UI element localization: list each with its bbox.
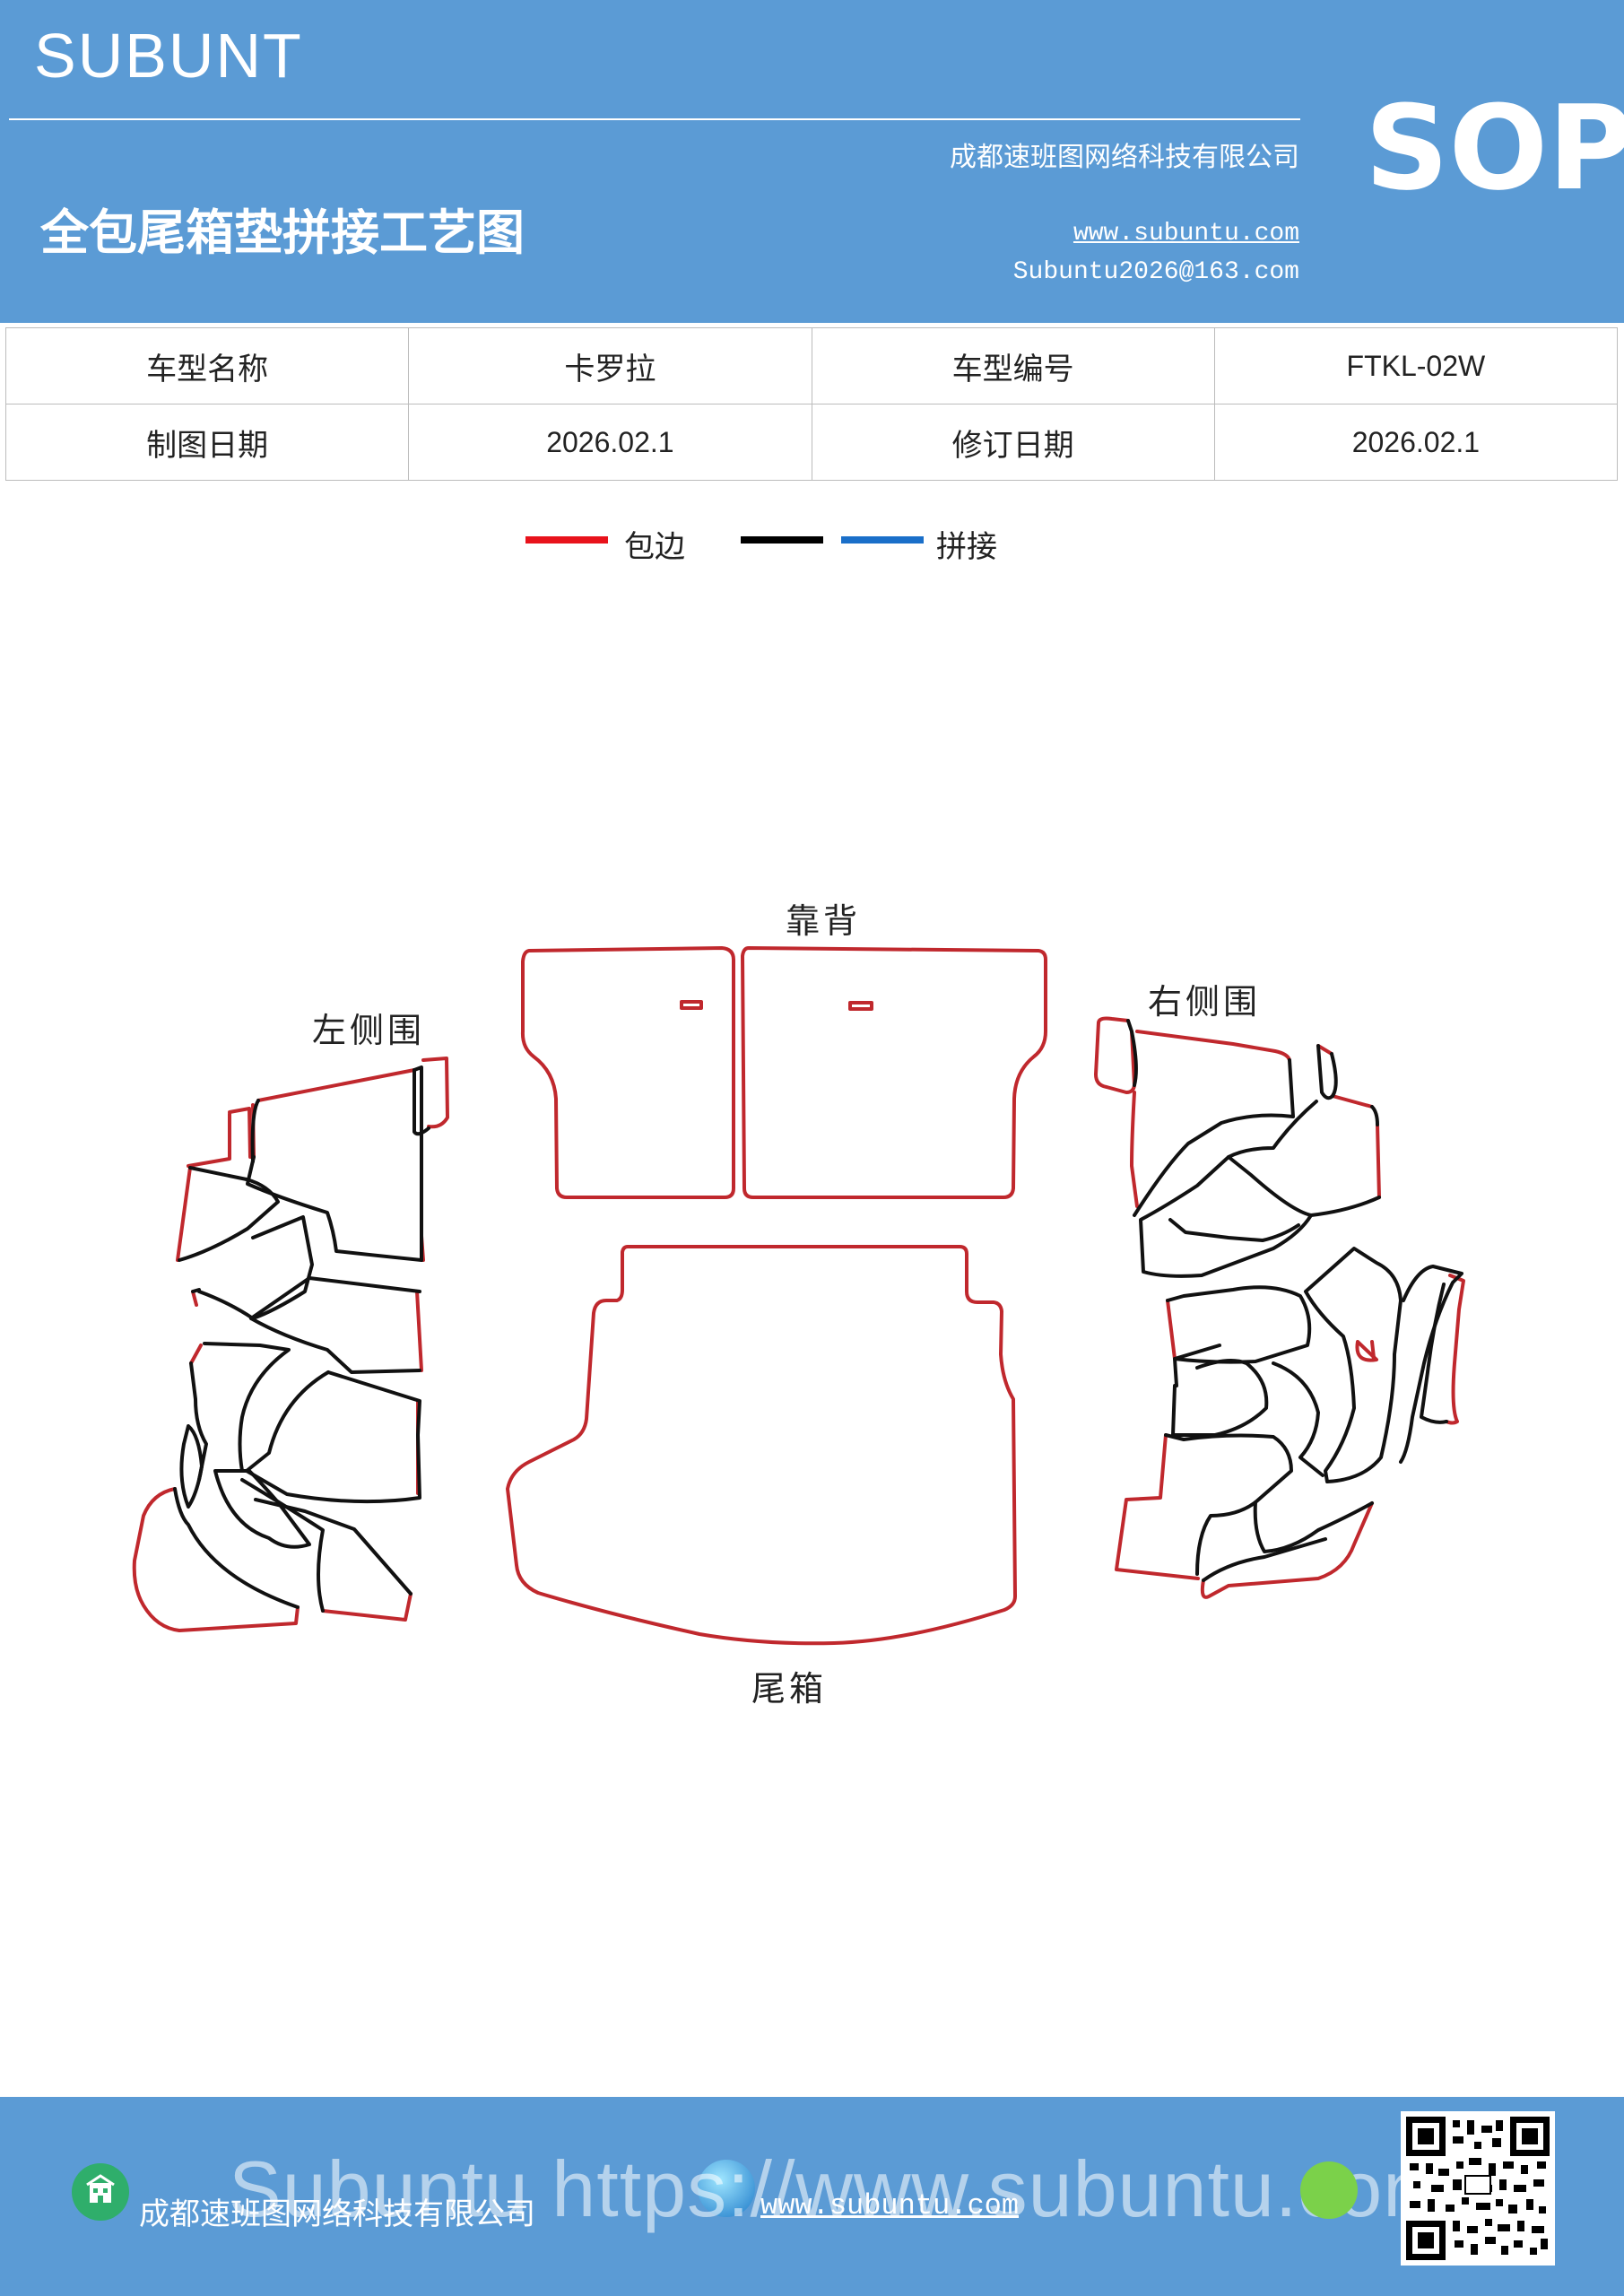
company-name: 成都速班图网络科技有限公司 [950, 142, 1299, 173]
right-side-panels [1094, 1016, 1465, 1599]
label-left-side: 左侧围 [312, 1011, 426, 1050]
backrest-right-panel [741, 946, 1047, 1199]
legend-seam-swatch-blue [841, 536, 924, 544]
legend-edge-swatch [525, 536, 608, 544]
website-link[interactable]: www.subuntu.com [1073, 220, 1299, 248]
document-title: 全包尾箱垫拼接工艺图 [40, 204, 525, 261]
backrest-left-panel [520, 946, 735, 1199]
table-row: 车型名称 卡罗拉 车型编号 FTKL-02W [4, 327, 1619, 404]
label-backrest: 靠背 [786, 901, 862, 941]
mat-pattern-diagram [132, 946, 1465, 1646]
backrest-right-slot [848, 1001, 873, 1011]
email-address[interactable]: Subuntu2026@163.com [1012, 258, 1299, 286]
building-icon [72, 2163, 129, 2221]
table-cell: 车型名称 [4, 327, 410, 404]
qr-code [1401, 2111, 1555, 2266]
brand-name: SUBUNT [34, 21, 303, 91]
backrest-left-slot [680, 1000, 703, 1010]
globe-icon [698, 2160, 755, 2217]
legend-seam-swatch-black [741, 536, 823, 544]
label-trunk: 尾箱 [751, 1669, 828, 1709]
table-cell: 车型编号 [811, 327, 1215, 404]
table-cell: FTKL-02W [1213, 327, 1619, 404]
left-side-panels [132, 1057, 449, 1632]
legend-label-edge: 包边 [624, 529, 685, 565]
footer-company-name: 成都速班图网络科技有限公司 [139, 2196, 535, 2232]
header-banner: SUBUNT 成都速班图网络科技有限公司 全包尾箱垫拼接工艺图 www.subu… [0, 0, 1624, 323]
footer-website-link[interactable]: www.subuntu.com [760, 2189, 1020, 2222]
footer-watermark-text: Subuntu https://www.subuntu.com [229, 2144, 1450, 2233]
table-cell: 制图日期 [4, 404, 410, 481]
footer-banner: 成都速班图网络科技有限公司 www.subuntu.com Subuntu ht… [0, 2097, 1624, 2296]
table-cell: 卡罗拉 [408, 327, 812, 404]
sop-badge: SOP [1365, 80, 1624, 216]
vehicle-info-table: 车型名称 卡罗拉 车型编号 FTKL-02W 制图日期 2026.02.1 修订… [4, 327, 1619, 481]
legend: 包边 拼接 [0, 520, 1624, 574]
legend-label-seam: 拼接 [936, 529, 997, 565]
trunk-floor-panel [506, 1245, 1017, 1646]
header-divider [9, 118, 1300, 120]
table-cell: 修订日期 [811, 404, 1215, 481]
table-cell: 2026.02.1 [1213, 404, 1619, 481]
table-row: 制图日期 2026.02.1 修订日期 2026.02.1 [4, 404, 1619, 481]
table-cell: 2026.02.1 [408, 404, 812, 481]
label-right-side: 右侧围 [1148, 982, 1262, 1022]
wechat-icon [1300, 2161, 1358, 2219]
